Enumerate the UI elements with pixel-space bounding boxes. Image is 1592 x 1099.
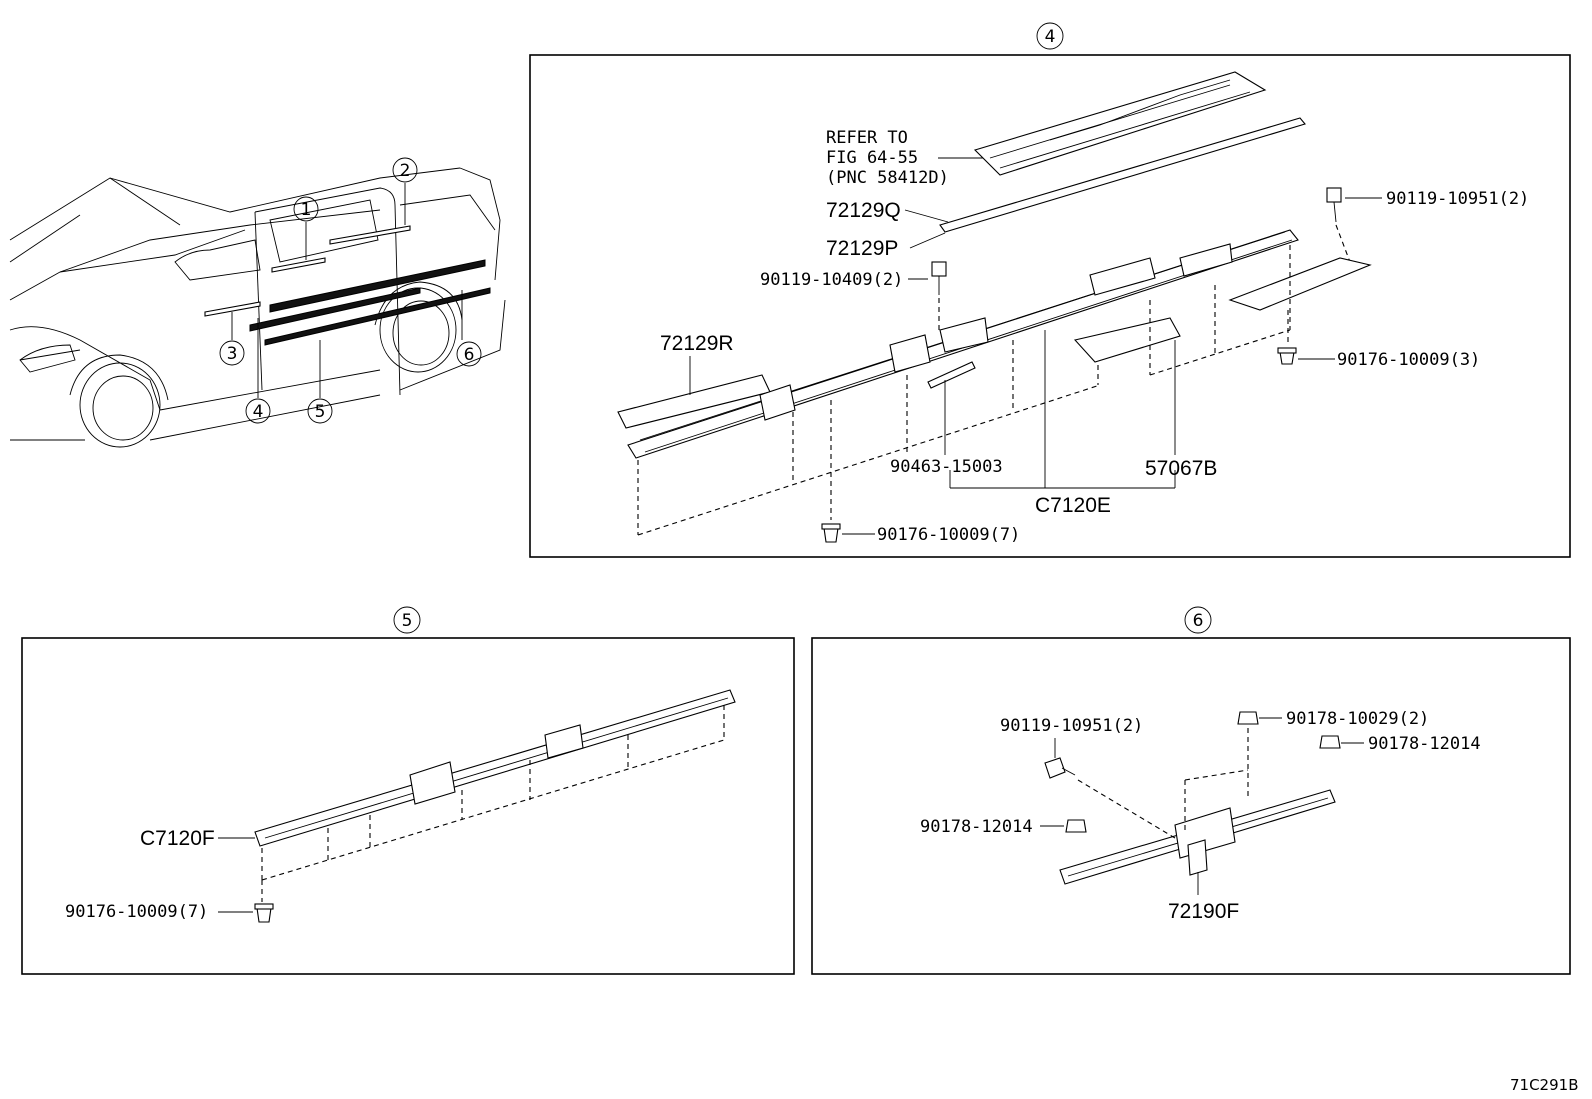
label-72129P[interactable]: 72129P: [826, 237, 898, 260]
label-90178-12014-left[interactable]: 90178-12014: [920, 817, 1033, 837]
svg-text:6: 6: [464, 345, 475, 365]
label-90176-10009-3[interactable]: 90176-10009(3): [1337, 350, 1480, 370]
callout-3[interactable]: 3: [219, 340, 245, 366]
section-6-badge: [1184, 606, 1212, 634]
label-72190F[interactable]: 72190F: [1168, 900, 1239, 923]
bolt-icon: [931, 261, 947, 295]
callout-4[interactable]: 4: [245, 398, 271, 424]
section-4-badge: [1036, 22, 1064, 50]
section-5-badge: [393, 606, 421, 634]
label-90176-10009-7[interactable]: 90176-10009(7): [877, 525, 1020, 545]
label-90176-10009-7-s5[interactable]: 90176-10009(7): [65, 902, 208, 922]
label-57067B[interactable]: 57067B: [1145, 457, 1217, 480]
label-90178-12014-right[interactable]: 90178-12014: [1368, 734, 1481, 754]
label-C7120E[interactable]: C7120E: [1035, 494, 1111, 517]
svg-text:1: 1: [301, 200, 312, 220]
section-6-number: 6: [1193, 611, 1204, 631]
clip-icon: [1277, 347, 1297, 365]
label-90119-10951-right[interactable]: 90119-10951(2): [1386, 189, 1529, 209]
label-C7120F[interactable]: C7120F: [140, 827, 215, 850]
bolt-icon: [1326, 187, 1342, 223]
svg-text:3: 3: [227, 344, 238, 364]
label-90178-10029[interactable]: 90178-10029(2): [1286, 709, 1429, 729]
svg-text:4: 4: [253, 402, 264, 422]
refer-line-2: FIG 64-55: [826, 148, 918, 168]
section-4-number: 4: [1045, 27, 1056, 47]
label-90119-10951-s6[interactable]: 90119-10951(2): [1000, 716, 1143, 736]
svg-text:2: 2: [400, 161, 411, 181]
label-90463-15003[interactable]: 90463-15003: [890, 457, 1003, 477]
refer-line-1: REFER TO: [826, 128, 908, 148]
refer-line-3: (PNC 58412D): [826, 168, 949, 188]
clip-icon: [254, 903, 274, 923]
callout-5[interactable]: 5: [307, 398, 333, 424]
bolt-icon: [1044, 757, 1076, 779]
callout-2[interactable]: 2: [392, 157, 418, 183]
diagram-id: 71C291B: [1510, 1076, 1578, 1094]
vehicle-overview: 1 2 3 4 5 6: [9, 157, 506, 448]
section-6-frame: [811, 637, 1571, 975]
section-5-number: 5: [402, 611, 413, 631]
svg-text:5: 5: [315, 402, 326, 422]
section-6: 6 72190F 90119-10951(2) 90178-10029(2): [811, 606, 1571, 975]
label-90119-10409[interactable]: 90119-10409(2): [760, 270, 903, 290]
label-72129R[interactable]: 72129R: [660, 332, 734, 355]
section-4: 4 REFER TO FIG 64-55 (PNC 58412D) 72129Q…: [529, 22, 1571, 558]
nut-icon: [1319, 735, 1341, 749]
callout-1[interactable]: 1: [293, 196, 319, 222]
callout-6[interactable]: 6: [456, 341, 482, 367]
section-5-frame: [21, 637, 795, 975]
nut-icon: [1237, 711, 1259, 725]
label-72129Q[interactable]: 72129Q: [826, 199, 901, 222]
section-4-frame: [529, 54, 1571, 558]
nut-icon: [1065, 819, 1087, 833]
clip-icon: [821, 523, 841, 543]
section-5: 5 C7120F 90176-10009(7): [21, 606, 795, 975]
